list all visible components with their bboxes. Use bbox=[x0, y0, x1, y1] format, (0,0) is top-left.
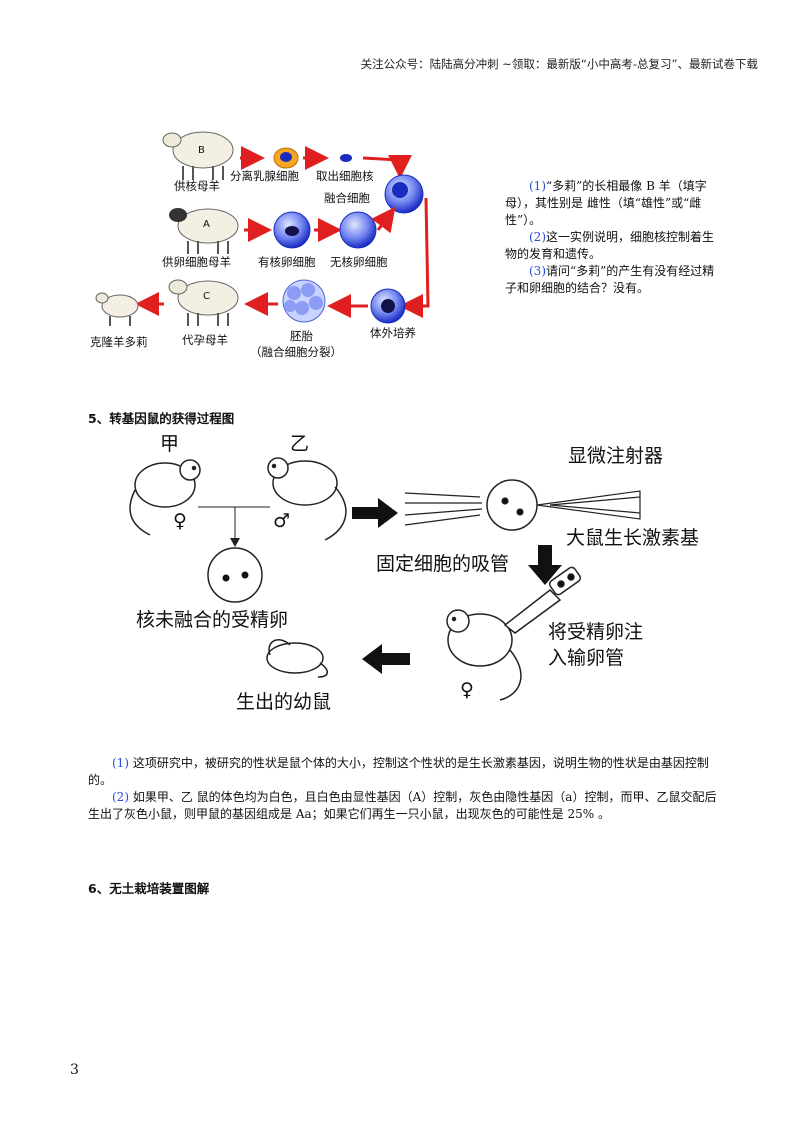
label-yi: 乙 bbox=[290, 429, 309, 456]
clone-sheep-figure: B A C 供核母羊 分离乳腺细胞 取出细胞核 融合细胞 供卵细胞母羊 有核卵细… bbox=[78, 118, 438, 368]
baby-mouse-icon bbox=[267, 640, 327, 677]
p1-text: 这项研究中，被研究的性状是鼠个体的大小，控制这个性状的是生长激素基因，说明生物的… bbox=[88, 756, 709, 787]
label-fertilized-egg: 核未融合的受精卵 bbox=[136, 605, 288, 632]
nucleus-icon bbox=[340, 154, 352, 162]
fertilized-egg-icon bbox=[208, 548, 262, 602]
label-male: ♂ bbox=[273, 510, 290, 532]
p2-number: (2) bbox=[112, 790, 129, 804]
sheep-a-icon bbox=[169, 208, 238, 254]
label-dolly: 克隆羊多莉 bbox=[90, 334, 148, 350]
label-inject-2: 入输卵管 bbox=[548, 643, 624, 670]
label-nucleated-egg: 有核卵细胞 bbox=[258, 254, 316, 270]
transgenic-mouse-figure: 甲 乙 ♀ ♂ 核未融合的受精卵 显微注射器 固定细胞的吸管 大鼠生长激素基 将… bbox=[120, 425, 730, 725]
p1-number: (1) bbox=[112, 756, 129, 770]
label-extract: 取出细胞核 bbox=[316, 168, 374, 184]
label-jia: 甲 bbox=[160, 429, 179, 456]
label-culture: 体外培养 bbox=[370, 325, 416, 341]
sheep-a-letter: A bbox=[203, 219, 210, 230]
question-2: (2)这一实例说明，细胞核控制着生物的发育和遗传。 bbox=[505, 229, 723, 263]
label-female-2: ♀ bbox=[460, 679, 474, 701]
label-separate: 分离乳腺细胞 bbox=[230, 168, 299, 184]
label-embryo-note: （融合细胞分裂） bbox=[250, 344, 342, 360]
label-injector: 显微注射器 bbox=[568, 441, 663, 468]
label-baby-mouse: 生出的幼鼠 bbox=[236, 687, 331, 714]
label-inject-1: 将受精卵注 bbox=[548, 617, 643, 644]
label-fuse: 融合细胞 bbox=[324, 190, 370, 206]
q1-number: (1) bbox=[529, 179, 546, 193]
sheep-b-icon bbox=[163, 132, 233, 180]
q3-number: (3) bbox=[529, 264, 546, 278]
label-donor-b: 供核母羊 bbox=[174, 178, 220, 194]
label-embryo: 胚胎 bbox=[290, 328, 313, 344]
label-enucleated-egg: 无核卵细胞 bbox=[330, 254, 388, 270]
label-pipette: 固定细胞的吸管 bbox=[376, 549, 509, 576]
mouse-jia-icon bbox=[130, 460, 200, 535]
section5-answers: (1) 这项研究中，被研究的性状是鼠个体的大小，控制这个性状的是生长激素基因，说… bbox=[88, 755, 720, 823]
arrow-right-icon bbox=[352, 498, 398, 528]
page-number: 3 bbox=[70, 1062, 79, 1078]
enucleated-egg-icon bbox=[340, 212, 376, 248]
sheep-b-letter: B bbox=[198, 145, 205, 156]
question-3: (3)请问“多莉”的产生有没有经过精子和卵细胞的结合？没有。 bbox=[505, 263, 723, 297]
label-female-1: ♀ bbox=[173, 510, 187, 532]
answer-2: (2) 如果甲、乙 鼠的体色均为白色，且白色由显性基因（A）控制，灰色由隐性基因… bbox=[88, 789, 720, 823]
arrow-left-icon bbox=[362, 644, 410, 674]
embryo-icon bbox=[283, 280, 325, 322]
answer-1: (1) 这项研究中，被研究的性状是鼠个体的大小，控制这个性状的是生长激素基因，说… bbox=[88, 755, 720, 789]
section6-title: 6、无土栽培装置图解 bbox=[88, 878, 209, 897]
label-gene: 大鼠生长激素基 bbox=[566, 523, 699, 550]
dolly-lamb-icon bbox=[96, 293, 138, 326]
mammary-cell-icon bbox=[274, 148, 298, 168]
clone-questions: (1)“多莉”的长相最像 B 羊（填字母），其性别是 雌性（填“雄性”或“雌性”… bbox=[505, 178, 723, 297]
q2-number: (2) bbox=[529, 230, 546, 244]
p2-text: 如果甲、乙 鼠的体色均为白色，且白色由显性基因（A）控制，灰色由隐性基因（a）控… bbox=[88, 790, 716, 821]
label-surrogate: 代孕母羊 bbox=[182, 332, 228, 348]
sheep-c-letter: C bbox=[203, 291, 210, 302]
page-header: 关注公众号：陆陆高分冲刺 ~领取：最新版“小中高考-总复习”、最新试卷下载 bbox=[361, 56, 758, 72]
sheep-c-icon bbox=[169, 280, 238, 326]
label-donor-a: 供卵细胞母羊 bbox=[162, 254, 231, 270]
question-1: (1)“多莉”的长相最像 B 羊（填字母），其性别是 雌性（填“雄性”或“雌性”… bbox=[505, 178, 723, 229]
